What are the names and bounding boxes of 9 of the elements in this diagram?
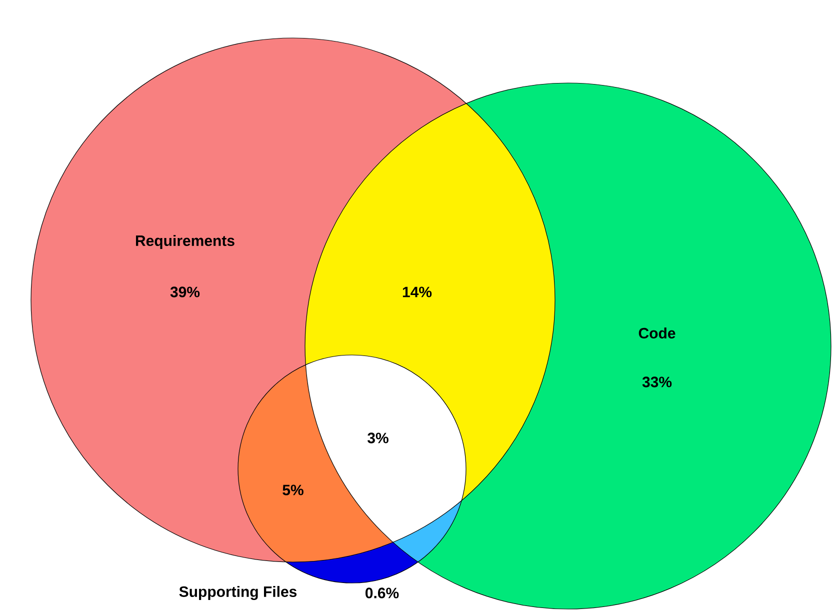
circle-label: 0.6%	[366, 588, 399, 598]
percentage-label: 5%	[282, 484, 304, 496]
circle-label: 33%	[642, 376, 672, 388]
percentage-label: 3%	[368, 432, 388, 444]
circle-label: 39%	[170, 286, 200, 298]
circle-label: Supporting Files	[179, 586, 297, 600]
percentage-label: 14%	[402, 286, 432, 298]
circle-label: Requirements	[136, 235, 234, 249]
circle-label: Code	[638, 328, 676, 338]
